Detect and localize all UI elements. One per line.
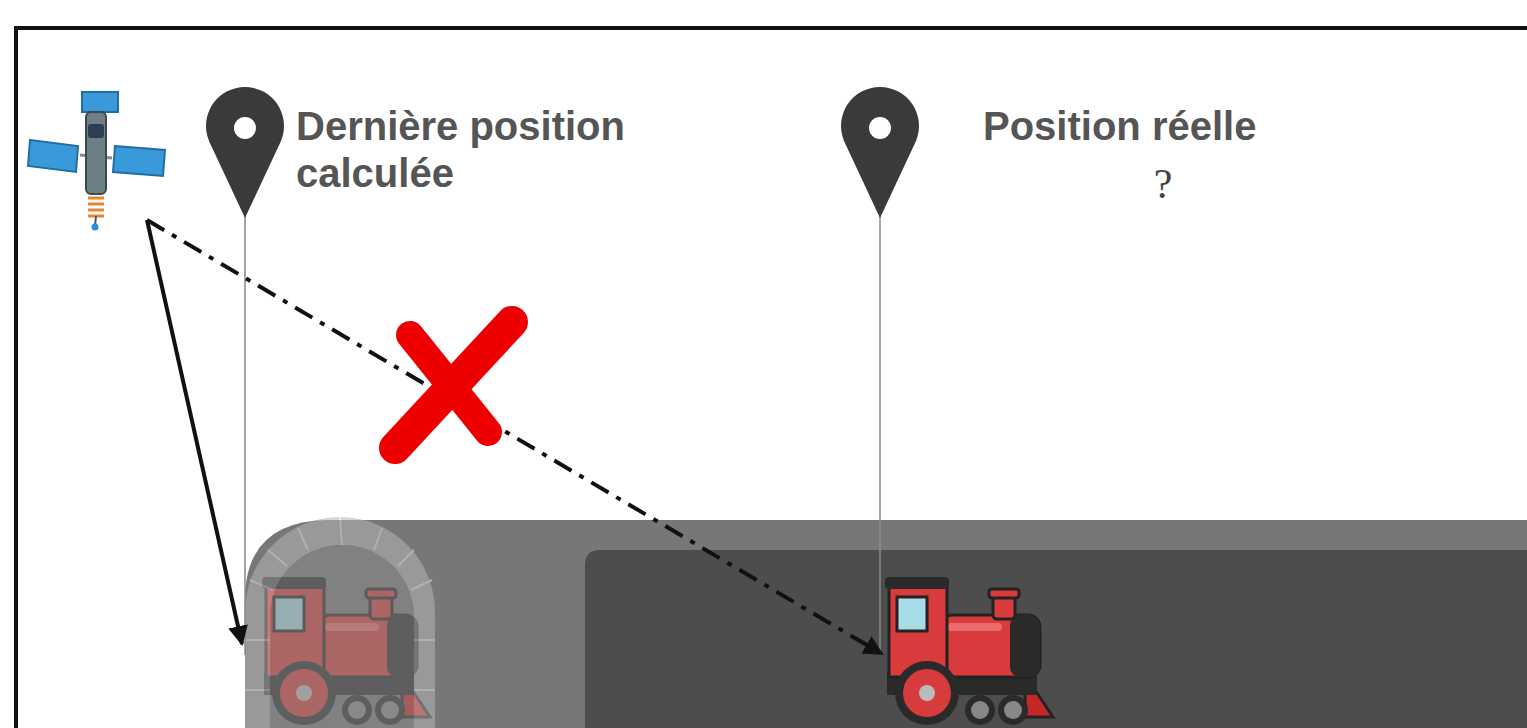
tunnel-body	[245, 520, 1527, 728]
pin-body	[206, 87, 284, 218]
map-pin	[206, 87, 284, 218]
red-cross	[395, 322, 512, 448]
blocked-signal-arrow	[147, 220, 882, 654]
satellite-body	[86, 112, 106, 194]
solar-panel	[82, 92, 118, 112]
pin-hole	[869, 117, 891, 139]
solar-panel	[113, 146, 165, 176]
solar-panel	[28, 140, 78, 172]
pin-body	[841, 87, 919, 218]
satellite-spring	[88, 198, 104, 216]
tunnel-arch	[245, 517, 435, 728]
cross-stroke	[410, 335, 488, 432]
map-pin	[841, 87, 919, 218]
pin-hole	[234, 117, 256, 139]
satellite-sensor	[88, 124, 104, 138]
satellite	[28, 92, 165, 231]
pin-line	[879, 210, 881, 655]
frame	[16, 28, 1527, 728]
arch-joints	[245, 517, 435, 690]
arch-stones	[245, 517, 435, 728]
tunnel-interior	[585, 550, 1527, 728]
signal-arrow	[147, 220, 242, 644]
pin-line	[244, 210, 246, 655]
unknown-mark: ?	[1130, 163, 1196, 205]
train-actual	[885, 577, 1053, 725]
pin-label: Position réelle	[983, 103, 1403, 150]
arch-opening	[270, 545, 414, 728]
pin-label: Dernière position calculée	[296, 103, 716, 197]
cross-stroke	[395, 322, 512, 448]
antenna-tip	[92, 224, 99, 231]
